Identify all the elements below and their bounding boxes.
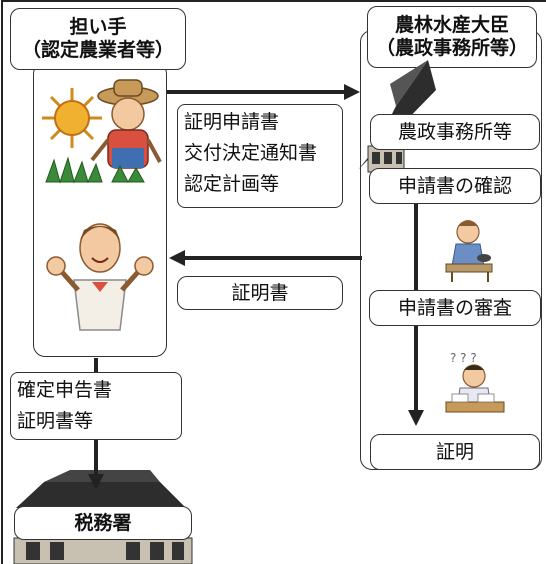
farmer-title-box: 担い手 （認定農業者等）	[10, 8, 186, 70]
step-certify-box: 証明	[370, 434, 540, 470]
step-review-label: 申請書の審査	[397, 296, 512, 319]
frame-left-line	[1, 0, 3, 564]
frame-top-line	[1, 0, 546, 2]
svg-text:? ? ?: ? ? ?	[450, 351, 477, 365]
documents-to-office-box: 証明申請書 交付決定通知書 認定計画等	[177, 104, 343, 208]
farmer-title-line1: 担い手	[69, 16, 127, 39]
certificate-label-box: 証明書	[177, 276, 343, 310]
agricultural-office-box: 農政事務所等	[370, 114, 540, 150]
tax-office-label: 税務署	[74, 511, 132, 534]
tax-documents-box: 確定申告書 証明書等	[10, 372, 182, 440]
doc-grant-decision-notice: 交付決定通知書	[184, 142, 318, 164]
doc-tax-return: 確定申告書	[17, 379, 113, 401]
doc-certified-plan: 認定計画等	[184, 173, 280, 195]
step-certify-label: 証明	[435, 440, 474, 463]
tax-office-box: 税務署	[14, 506, 192, 540]
happy-person-illustration	[46, 223, 154, 331]
farmer-title-line2: （認定農業者等）	[21, 39, 174, 61]
minister-title-box: 農林水産大臣 （農政事務所等）	[367, 6, 537, 68]
step-review-box: 申請書の審査	[369, 290, 541, 326]
minister-panel	[360, 30, 542, 470]
certificate-label: 証明書	[231, 281, 289, 304]
doc-certificate-application: 証明申請書	[184, 111, 280, 133]
agricultural-office-label: 農政事務所等	[397, 120, 512, 143]
desk-worker-illustration: ? ? ?	[445, 351, 505, 413]
minister-title-line2: （農政事務所等）	[375, 37, 528, 59]
minister-title-line1: 農林水産大臣	[394, 14, 509, 37]
step-confirm-box: 申請書の確認	[369, 168, 541, 204]
doc-certificate-etc: 証明書等	[17, 410, 94, 432]
farmer-with-sun-illustration	[42, 79, 162, 184]
step-confirm-label: 申請書の確認	[397, 174, 512, 197]
phone-person-illustration	[445, 220, 493, 282]
